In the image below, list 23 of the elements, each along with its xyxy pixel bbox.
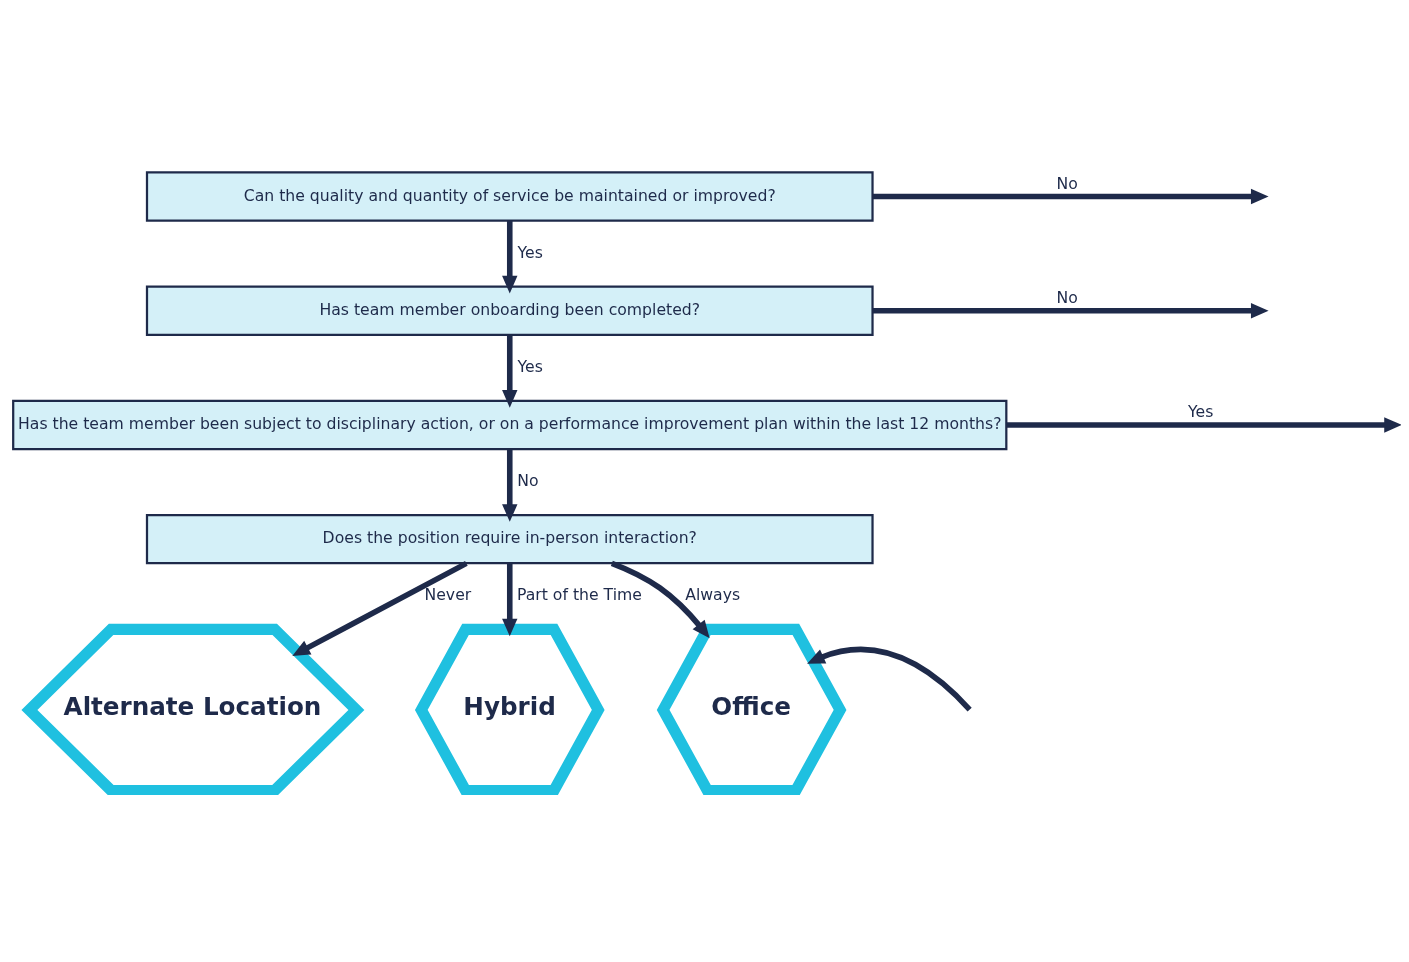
edge-label: No bbox=[1056, 173, 1078, 193]
arrow bbox=[502, 220, 518, 293]
node-box: Can the quality and quantity of service be maintained or improved? bbox=[145, 170, 874, 222]
edge-label: No bbox=[517, 470, 539, 490]
arrow bbox=[502, 562, 518, 636]
edge-label: Yes bbox=[1188, 401, 1214, 421]
edge-label: No bbox=[1056, 287, 1078, 307]
arrow bbox=[292, 560, 468, 656]
arrow bbox=[872, 302, 1269, 318]
node-box: Does the position require in-person interaction? bbox=[145, 513, 874, 564]
edge-label: Part of the Time bbox=[516, 584, 642, 604]
node-box: Has team member onboarding been completed? bbox=[145, 285, 874, 336]
edge-label: Yes bbox=[517, 242, 543, 262]
edge-label: Always bbox=[685, 584, 741, 604]
arrow bbox=[872, 188, 1269, 204]
arrow bbox=[502, 448, 518, 522]
arrow bbox=[502, 334, 518, 408]
edge-label: Yes bbox=[517, 356, 543, 376]
edge-label: Never bbox=[424, 584, 472, 604]
arrow bbox=[807, 646, 972, 711]
node-box: Has the team member been subject to disciplinary action, or on a performance improvement plan within the last 12 months? bbox=[12, 399, 1008, 450]
arrow bbox=[610, 560, 710, 638]
arrow bbox=[1006, 416, 1401, 433]
